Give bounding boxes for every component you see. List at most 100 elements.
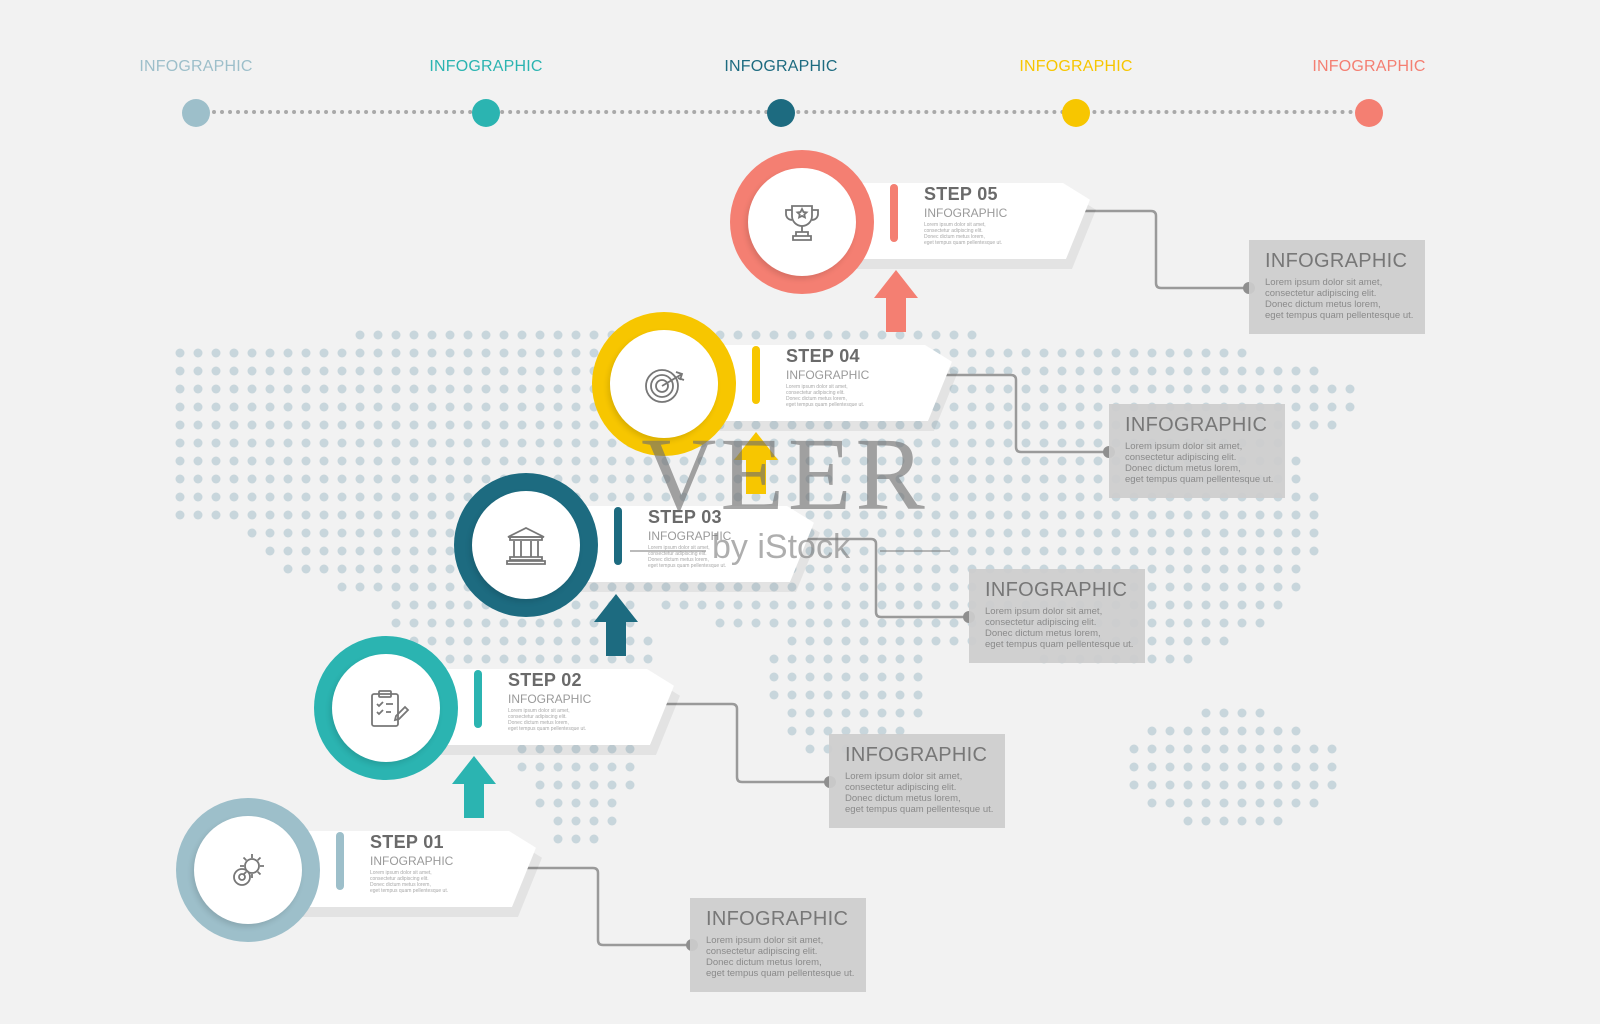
map-dot xyxy=(733,618,743,628)
map-dot xyxy=(1093,402,1103,412)
map-dot xyxy=(895,600,905,610)
map-dot xyxy=(769,672,779,682)
map-dot xyxy=(355,582,365,592)
map-dot xyxy=(1327,762,1337,772)
map-dot xyxy=(409,546,419,556)
map-dot xyxy=(823,474,833,484)
map-dot xyxy=(823,492,833,502)
map-dot xyxy=(265,492,275,502)
map-dot xyxy=(589,348,599,358)
map-dot xyxy=(1183,546,1193,556)
map-dot xyxy=(1273,510,1283,520)
map-dot xyxy=(1183,510,1193,520)
map-dot xyxy=(1057,474,1067,484)
map-dot xyxy=(1201,636,1211,646)
map-dot xyxy=(1309,510,1319,520)
map-dot xyxy=(319,348,329,358)
info-line: Lorem ipsum dolor sit amet, xyxy=(706,935,824,946)
map-dot xyxy=(787,420,797,430)
map-dot xyxy=(283,528,293,538)
map-dot xyxy=(391,582,401,592)
map-dot xyxy=(499,366,509,376)
step-line: consectetur adipiscing elit. xyxy=(786,390,845,396)
map-dot xyxy=(769,690,779,700)
map-dot xyxy=(1255,546,1265,556)
map-dot xyxy=(931,492,941,502)
map-dot xyxy=(607,474,617,484)
step-description: Lorem ipsum dolor sit amet, consectetur … xyxy=(370,870,510,894)
map-dot xyxy=(1147,510,1157,520)
map-dot xyxy=(193,402,203,412)
map-dot xyxy=(355,438,365,448)
map-dot xyxy=(535,762,545,772)
map-dot xyxy=(1057,420,1067,430)
map-dot xyxy=(337,438,347,448)
map-dot xyxy=(1201,546,1211,556)
map-dot xyxy=(571,762,581,772)
map-dot xyxy=(589,744,599,754)
map-dot xyxy=(1039,402,1049,412)
map-dot xyxy=(1219,564,1229,574)
step-title: STEP 03 xyxy=(648,507,722,527)
map-dot xyxy=(1219,744,1229,754)
timeline-node xyxy=(1355,99,1383,127)
map-dot xyxy=(1291,510,1301,520)
info-line: eget tempus quam pellentesque ut. xyxy=(845,804,994,815)
arrow-stem xyxy=(746,458,766,494)
map-dot xyxy=(1057,510,1067,520)
map-dot xyxy=(1345,402,1355,412)
step-title: STEP 02 xyxy=(508,670,582,690)
map-dot xyxy=(877,600,887,610)
map-dot xyxy=(1273,798,1283,808)
map-dot xyxy=(1129,510,1139,520)
map-dot xyxy=(463,348,473,358)
map-dot xyxy=(1201,708,1211,718)
step-icon-circle xyxy=(332,654,440,762)
map-dot xyxy=(607,456,617,466)
map-dot xyxy=(787,330,797,340)
map-dot xyxy=(391,510,401,520)
map-dot xyxy=(841,654,851,664)
map-dot xyxy=(301,510,311,520)
watermark: VEER by iStock xyxy=(620,420,980,600)
map-dot xyxy=(823,420,833,430)
step-line: eget tempus quam pellentesque ut. xyxy=(508,726,587,732)
map-dot xyxy=(319,456,329,466)
step-title: STEP 04 xyxy=(786,346,860,366)
map-dot xyxy=(661,492,671,502)
map-dot xyxy=(391,384,401,394)
map-dot xyxy=(553,456,563,466)
map-dot xyxy=(751,582,761,592)
map-dot xyxy=(1327,780,1337,790)
map-dot xyxy=(571,834,581,844)
map-dot xyxy=(553,366,563,376)
map-dot xyxy=(679,582,689,592)
step-line: eget tempus quam pellentesque ut. xyxy=(786,402,865,408)
map-dot xyxy=(445,600,455,610)
map-dot xyxy=(391,348,401,358)
map-dot xyxy=(517,744,527,754)
step-line: eget tempus quam pellentesque ut. xyxy=(924,240,1003,246)
map-dot xyxy=(1021,420,1031,430)
map-dot xyxy=(247,348,257,358)
map-dot xyxy=(607,798,617,808)
map-dot xyxy=(1273,762,1283,772)
map-dot xyxy=(1219,510,1229,520)
step-line: Lorem ipsum dolor sit amet, xyxy=(370,870,432,876)
map-dot xyxy=(931,618,941,628)
map-dot xyxy=(589,636,599,646)
map-dot xyxy=(913,330,923,340)
step-ring xyxy=(314,636,458,780)
map-dot xyxy=(355,348,365,358)
map-dot xyxy=(1075,492,1085,502)
map-dot xyxy=(985,402,995,412)
map-dot xyxy=(877,528,887,538)
map-dot xyxy=(1021,366,1031,376)
map-dot xyxy=(841,708,851,718)
map-dot xyxy=(229,420,239,430)
map-dot xyxy=(1201,762,1211,772)
map-dot xyxy=(895,528,905,538)
info-title: INFOGRAPHIC xyxy=(985,579,1128,601)
map-dot xyxy=(1309,546,1319,556)
map-dot xyxy=(535,636,545,646)
